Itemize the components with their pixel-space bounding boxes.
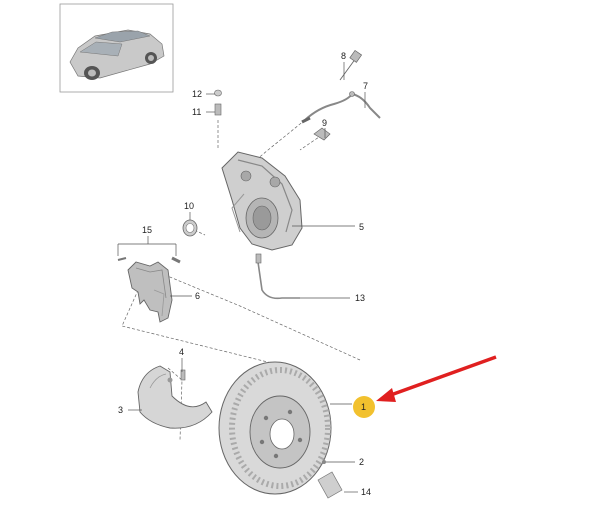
highlight-marker [353,396,375,418]
callout-6[interactable]: 6 [195,291,200,301]
callout-9[interactable]: 9 [322,118,327,128]
callout-labels: 8 7 12 11 9 10 5 15 6 13 4 3 1 2 14 [118,51,371,497]
suv-vehicle-icon [69,29,165,80]
part-pin-kit[interactable] [117,256,181,264]
callout-8[interactable]: 8 [341,51,346,61]
part-screw[interactable] [214,103,222,116]
callout-4[interactable]: 4 [179,347,184,357]
part-bolt[interactable] [339,49,363,81]
part-brake-disc[interactable] [218,361,332,495]
callout-13[interactable]: 13 [355,293,365,303]
part-brake-caliper[interactable] [221,151,303,251]
callout-3[interactable]: 3 [118,405,123,415]
leader-lines [117,62,366,493]
callout-11[interactable]: 11 [192,107,201,117]
part-clip[interactable] [313,127,331,141]
part-wheel-bolt[interactable] [317,471,343,499]
callout-10[interactable]: 10 [184,201,194,211]
part-cap[interactable] [214,89,222,97]
vehicle-thumbnail[interactable] [59,3,174,93]
callout-5[interactable]: 5 [359,222,364,232]
part-shield-screw[interactable] [180,369,186,381]
part-brake-pads[interactable] [127,261,173,323]
callout-7[interactable]: 7 [363,81,368,91]
callout-2[interactable]: 2 [359,457,364,467]
part-dust-shield[interactable] [137,365,213,429]
part-disc-screw[interactable] [322,460,326,464]
pointer-arrow [376,355,497,402]
callout-14[interactable]: 14 [361,487,371,497]
callout-12[interactable]: 12 [192,89,202,99]
part-sensor-lead[interactable] [255,253,300,300]
callout-1[interactable]: 1 [361,402,366,412]
part-seal-ring[interactable] [182,219,198,237]
part-wear-sensor-cable[interactable] [301,91,381,124]
callout-15[interactable]: 15 [142,225,152,235]
